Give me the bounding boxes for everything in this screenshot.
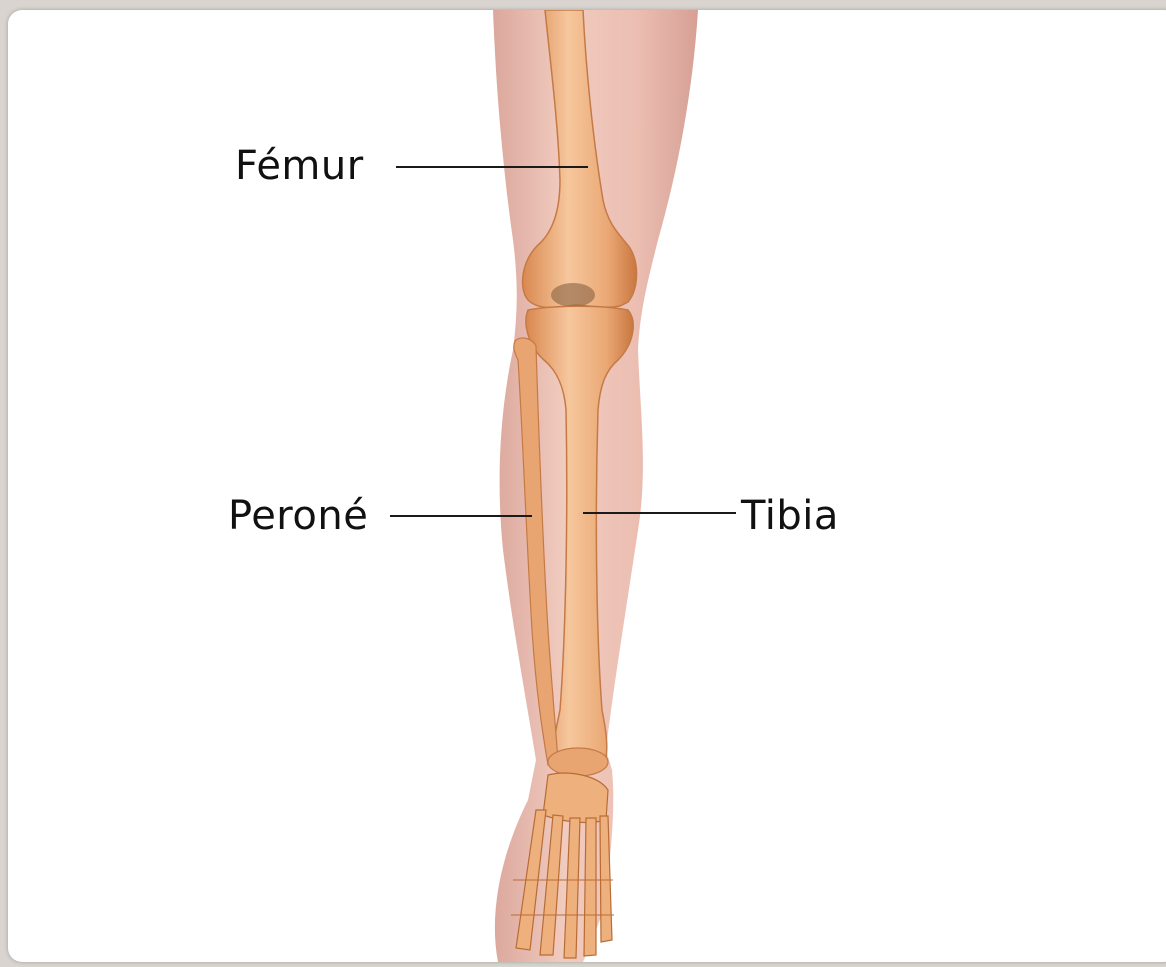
tibia-label: Tibia [741,496,839,536]
knee-joint [551,283,595,307]
diagram-frame: Fémur Peroné Tibia [8,10,1166,962]
leg-anatomy-illustration [8,10,1166,962]
ankle-bone [548,748,608,776]
perone-label: Peroné [228,496,368,536]
femur-label: Fémur [235,146,364,186]
